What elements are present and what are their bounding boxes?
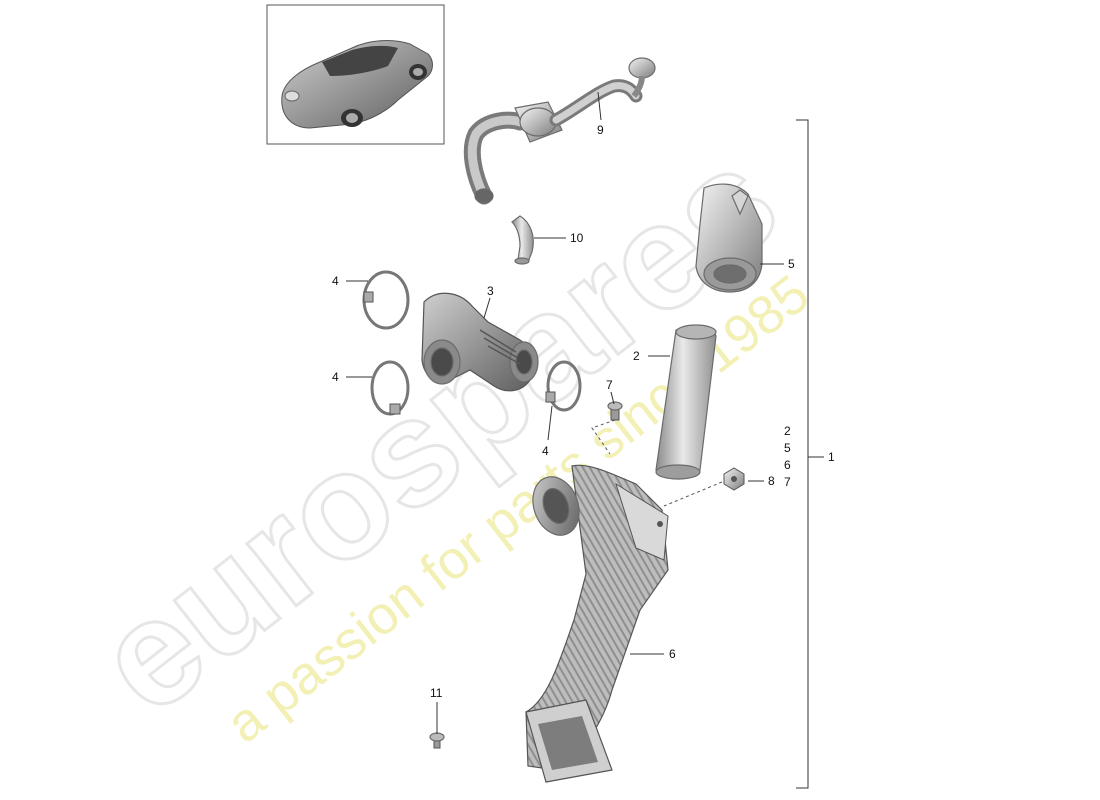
callout-1: 1 — [828, 450, 835, 464]
vehicle-thumbnail — [266, 4, 445, 145]
part-2-intake-duct — [655, 324, 717, 480]
part-4-clamp-right — [545, 360, 582, 412]
part-11-screw — [429, 732, 445, 749]
car-icon — [281, 40, 433, 129]
group-item-6: 6 — [784, 458, 791, 472]
callout-4-right: 4 — [542, 444, 549, 458]
part-7-bolt — [607, 401, 623, 421]
part-4-clamp-lower — [370, 360, 410, 416]
callout-11: 11 — [430, 686, 443, 700]
callout-2: 2 — [633, 349, 640, 363]
assembly-group-list: 2 5 6 7 — [784, 424, 791, 489]
group-item-2: 2 — [784, 424, 791, 438]
part-5-filter-housing — [695, 183, 763, 293]
callouts: 9 10 5 4 3 4 2 7 4 8 6 11 1 — [332, 123, 835, 700]
callout-10: 10 — [570, 231, 584, 245]
callout-4-lower: 4 — [332, 370, 339, 384]
part-9-hose-assembly — [463, 57, 656, 205]
callout-3: 3 — [487, 284, 494, 298]
part-10-elbow-pipe — [511, 215, 534, 265]
leader-lines — [346, 91, 824, 789]
part-3-y-hose — [421, 292, 539, 392]
part-8-nut — [723, 467, 745, 491]
part-6-lower-intake-duct — [525, 464, 669, 783]
callout-6: 6 — [669, 647, 676, 661]
assembly-lines — [591, 419, 723, 507]
part-4-clamp-upper — [362, 270, 410, 330]
callout-8: 8 — [768, 474, 775, 488]
callout-4-upper: 4 — [332, 274, 339, 288]
callout-9: 9 — [597, 123, 604, 137]
callout-7: 7 — [606, 378, 613, 392]
group-item-7: 7 — [784, 475, 791, 489]
callout-5: 5 — [788, 257, 795, 271]
group-item-5: 5 — [784, 441, 791, 455]
